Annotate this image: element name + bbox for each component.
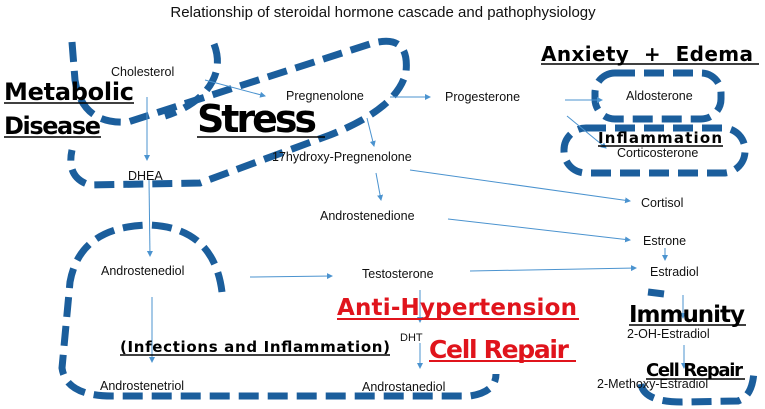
label-immunity: Immunity — [629, 302, 745, 328]
label-cell-repair-black: Cell Repair — [646, 360, 743, 381]
label-infections-inflammation: (Infections and Inflammation) — [120, 338, 390, 356]
node-cortisol: Cortisol — [641, 196, 683, 210]
arrow-testosterone-estradiol — [469, 265, 637, 272]
node-androstenetriol: Androstenetriol — [100, 379, 184, 393]
node-cholesterol: Cholesterol — [111, 65, 174, 79]
label-anti-hypertension: Anti-Hypertension — [337, 295, 577, 321]
diagram-title: Relationship of steroidal hormone cascad… — [170, 4, 596, 21]
aldosterone-loop — [591, 69, 725, 123]
immunity-loop-fragment — [647, 288, 665, 298]
cell-repair-loop — [637, 369, 758, 406]
node-estradiol: Estradiol — [650, 265, 699, 279]
label-disease: Disease — [4, 112, 101, 140]
arrow-androstenedione-estrone — [447, 218, 631, 243]
arrow-17oh-androstenedione — [375, 172, 384, 201]
node-pregnenolone: Pregnenolone — [286, 89, 364, 103]
node-dht: DHT — [400, 332, 423, 344]
node-aldosterone: Aldosterone — [626, 89, 693, 103]
node-2-oh-estradiol: 2-OH-Estradiol — [627, 327, 710, 341]
node-17hydroxy-pregnenolone: 17hydroxy-Pregnenolone — [272, 150, 412, 164]
arrow-cholesterol-pregnenolone — [204, 79, 266, 98]
node-progesterone: Progesterone — [445, 90, 520, 104]
node-androstenediol: Androstenediol — [101, 264, 184, 278]
infections-loop — [58, 221, 500, 400]
arrow-17oh-cortisol — [409, 169, 631, 204]
stress-loop-upper-arc — [163, 42, 221, 120]
label-anxiety-edema: Anxiety + Edema — [541, 42, 753, 66]
label-inflammation: Inflammation — [598, 129, 722, 147]
arrow-pregnenolone-17oh — [366, 117, 376, 147]
node-testosterone: Testosterone — [362, 267, 434, 281]
node-dhea: DHEA — [128, 169, 163, 183]
node-2-methoxy-estradiol: 2-Methoxy-Estradiol — [597, 377, 708, 391]
node-estrone: Estrone — [643, 234, 686, 248]
arrow-progesterone-corticosterone — [566, 115, 607, 149]
node-corticosterone: Corticosterone — [617, 146, 698, 160]
inflammation-loop — [560, 124, 749, 177]
arrow-dhea-androstenediol — [146, 179, 153, 257]
node-androstenedione: Androstenedione — [320, 209, 415, 223]
node-androstanediol: Androstanediol — [362, 380, 445, 394]
arrow-androstenediol-testosterone — [249, 273, 333, 280]
label-metabolic: Metabolic — [4, 78, 134, 106]
label-cell-repair-red: Cell Repair — [429, 335, 570, 364]
label-stress: Stress — [197, 97, 317, 141]
